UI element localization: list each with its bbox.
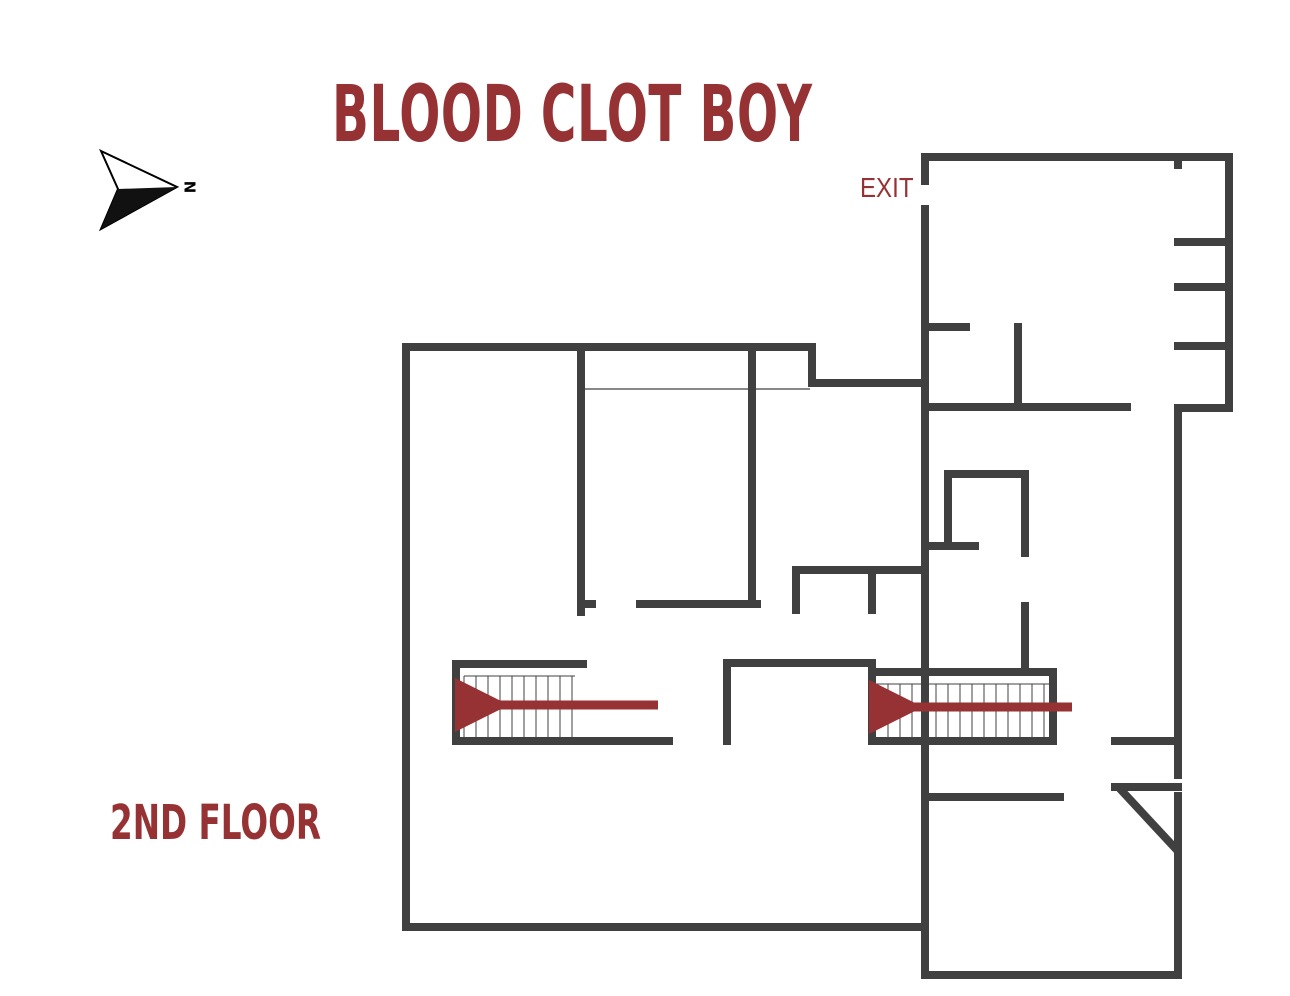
wall-small-rooms <box>792 566 927 614</box>
compass-north-label: N <box>180 180 199 194</box>
wall-west-block <box>402 343 927 668</box>
exit-label: EXIT <box>860 172 914 203</box>
floor-label: 2ND FLOOR <box>110 795 322 851</box>
map-title: BLOOD CLOT BOY <box>332 70 813 160</box>
wall-mid-corridor2 <box>798 659 876 745</box>
wall-east-outer <box>921 205 1182 979</box>
wall-exit-top <box>921 153 1233 412</box>
wall-diagonal <box>1116 785 1181 854</box>
wall-square-room <box>944 470 1029 557</box>
north-arrow-icon <box>98 148 180 232</box>
wall-mid-corridor <box>723 659 800 745</box>
wall-west-lower <box>402 668 927 931</box>
walls <box>402 153 1233 979</box>
wall-north-room-2 <box>1014 323 1131 411</box>
